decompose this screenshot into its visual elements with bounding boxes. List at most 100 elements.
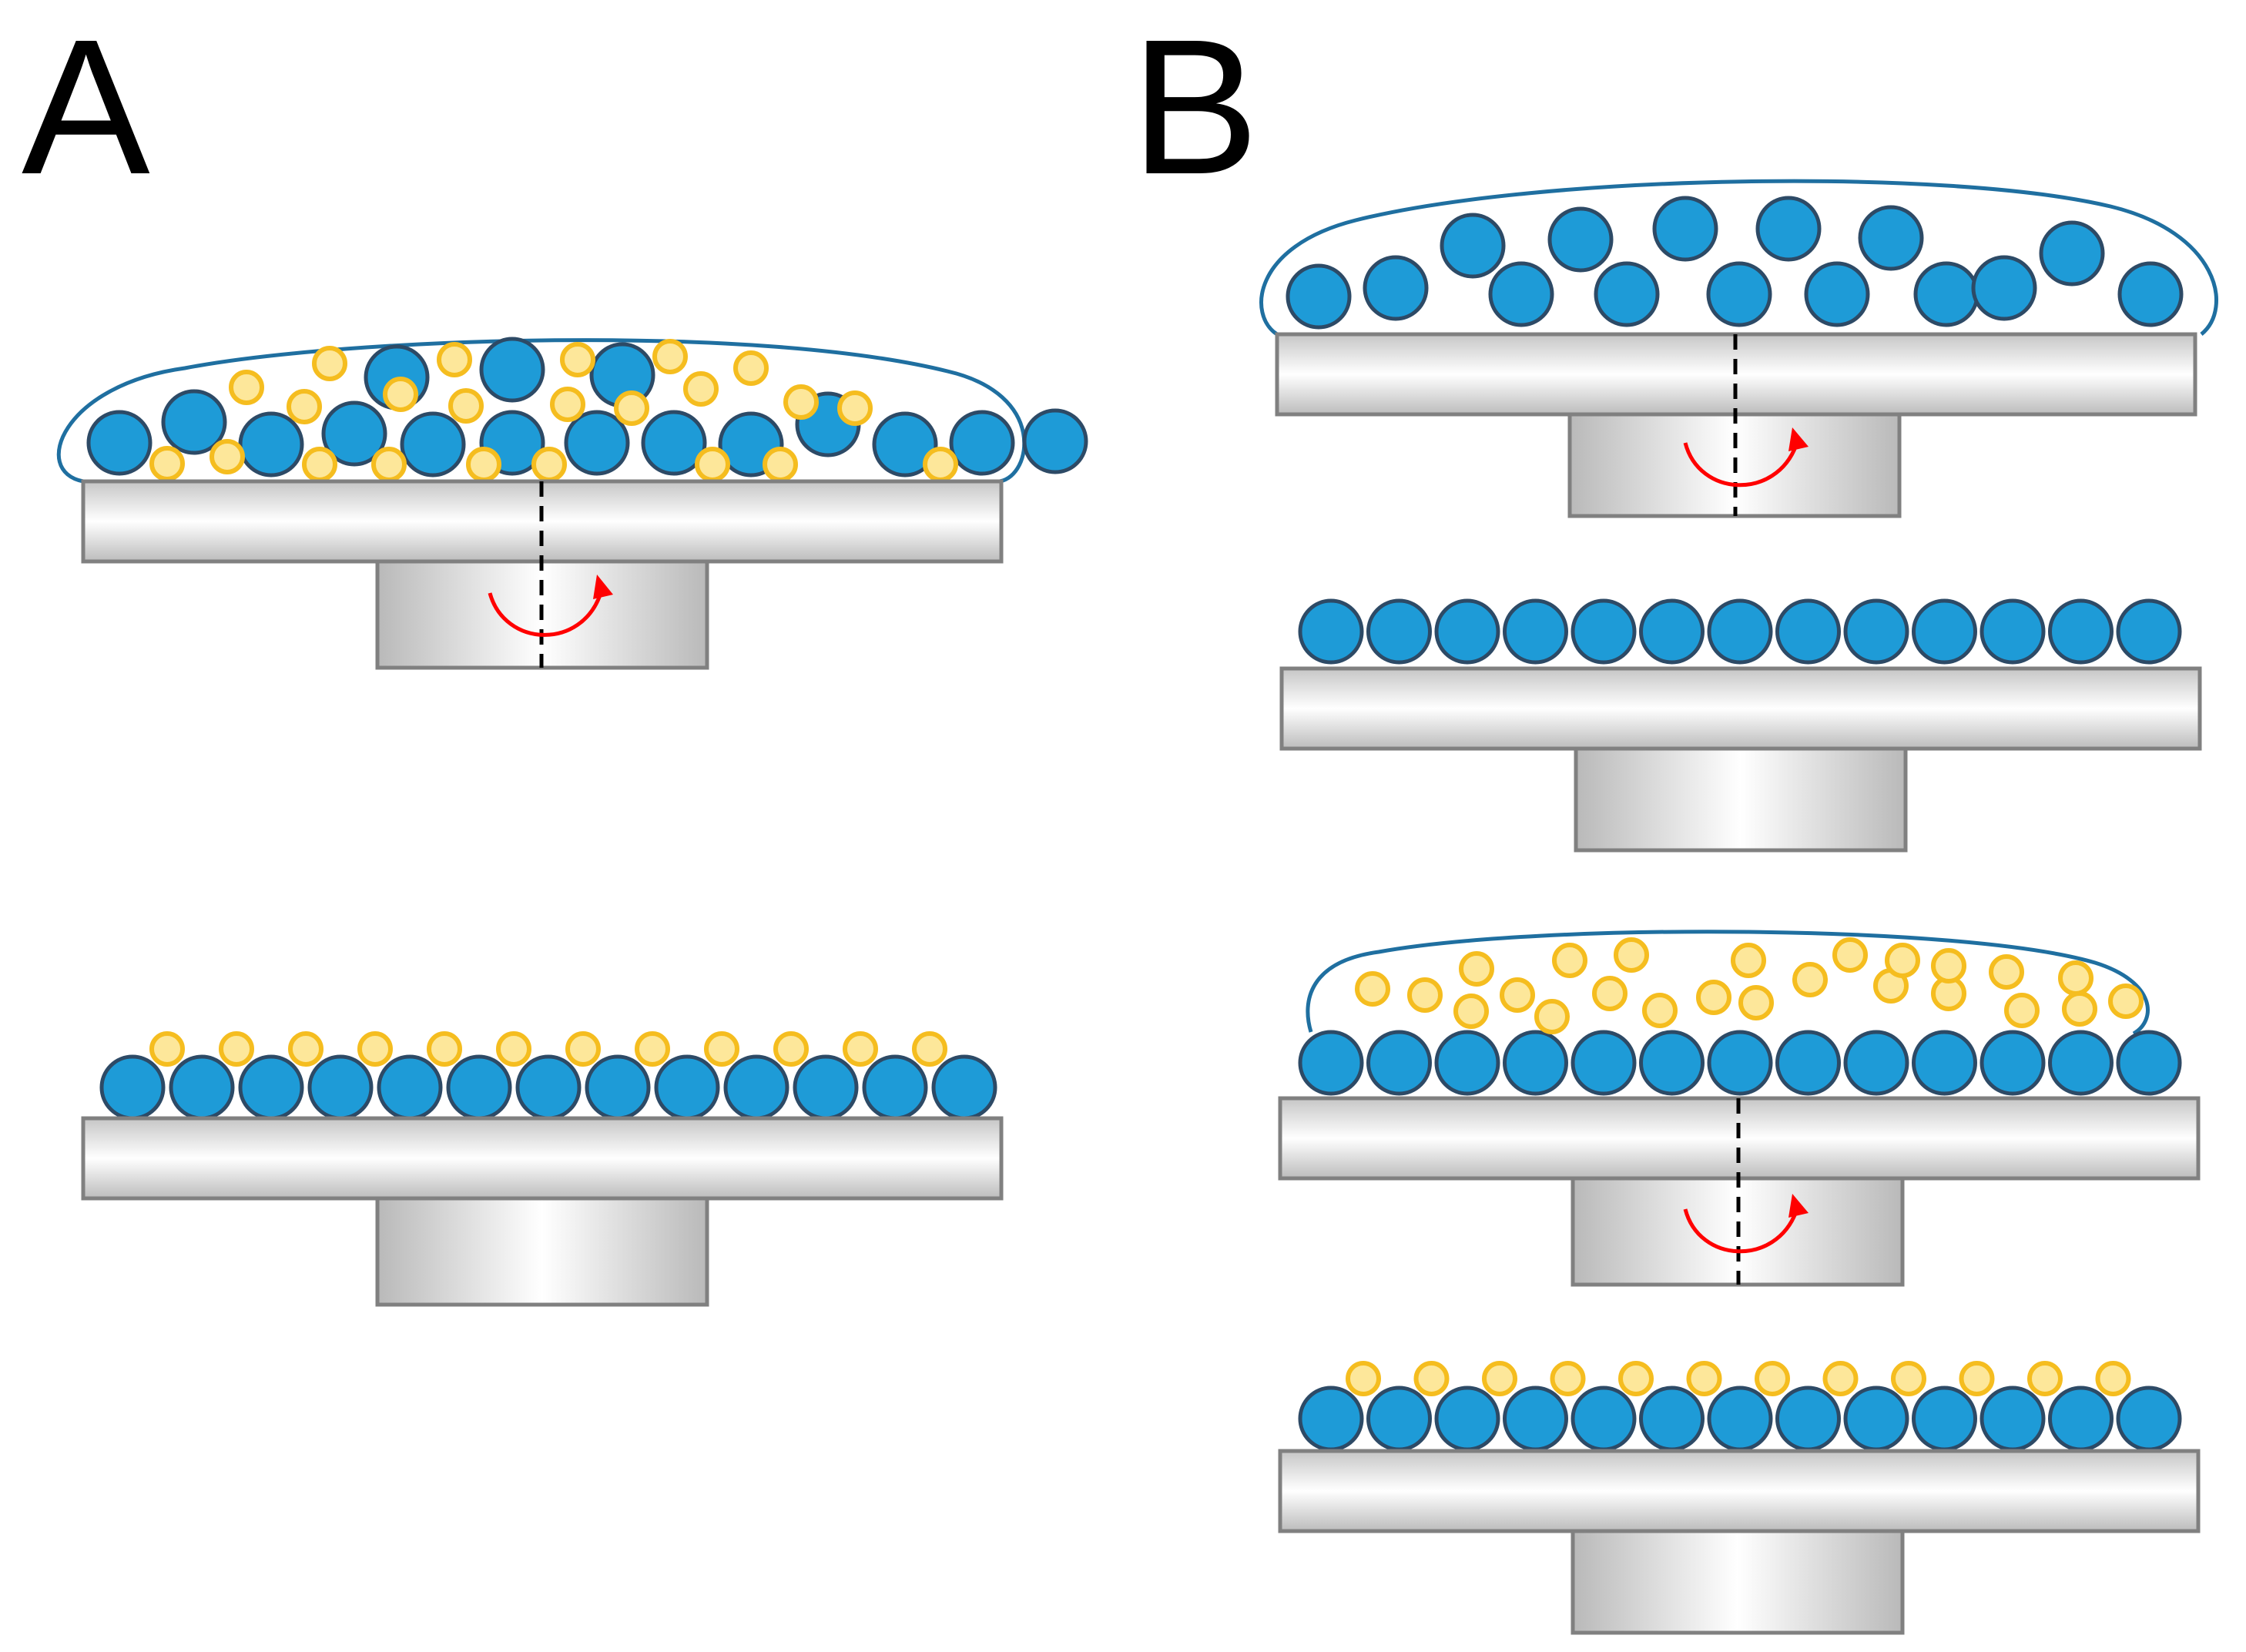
- blue-particle: [1366, 598, 1432, 665]
- yellow-particle: [2058, 960, 2093, 996]
- yellow-particle: [149, 446, 185, 481]
- yellow-particle: [1413, 1361, 1450, 1396]
- blue-particle: [238, 411, 304, 478]
- blue-particle: [1775, 598, 1841, 665]
- yellow-particle: [383, 377, 418, 412]
- blue-particle: [1652, 196, 1718, 262]
- panel-label-a: A: [22, 0, 150, 214]
- blue-particle: [1707, 1030, 1773, 1096]
- blue-particle: [1286, 263, 1352, 330]
- yellow-particle: [1686, 1361, 1722, 1396]
- yellow-particle: [371, 447, 407, 482]
- blue-particle: [1913, 261, 1979, 327]
- blue-particle: [1979, 598, 2046, 665]
- blue-particle: [1503, 1030, 1568, 1096]
- yellow-particle: [560, 342, 595, 377]
- yellow-particle: [635, 1031, 670, 1067]
- blue-particle: [2116, 1386, 2182, 1452]
- blue-particle: [169, 1054, 235, 1121]
- particle-layer: [99, 1031, 997, 1121]
- blue-particle: [872, 411, 938, 478]
- yellow-particle: [219, 1031, 254, 1067]
- particle-layer: [1298, 937, 2182, 1096]
- droplet-outline: [1306, 930, 2150, 1036]
- yellow-particle: [783, 384, 819, 420]
- yellow-particle: [1453, 994, 1489, 1029]
- yellow-particle: [1822, 1361, 1859, 1396]
- blue-particle: [1775, 1386, 1841, 1452]
- yellow-particle: [1642, 993, 1678, 1028]
- blue-particle: [1979, 1386, 2046, 1452]
- blue-particle: [99, 1054, 166, 1121]
- blue-particle: [723, 1054, 789, 1121]
- yellow-particle: [1959, 1361, 1995, 1396]
- curved-red-arrow-icon: [1683, 1194, 1809, 1254]
- yellow-particle: [704, 1031, 739, 1067]
- blue-particle: [1503, 1386, 1568, 1452]
- yellow-particle: [437, 342, 472, 377]
- yellow-particle: [531, 447, 567, 482]
- blue-particle: [1363, 255, 1429, 321]
- spin-plate: [81, 1116, 1004, 1201]
- yellow-particle: [763, 447, 798, 482]
- curved-red-arrow-icon: [1683, 427, 1809, 488]
- stage-a2-result: [81, 1031, 1004, 1307]
- yellow-particle: [2108, 983, 2144, 1019]
- yellow-particle: [843, 1031, 878, 1067]
- blue-particle: [1571, 1386, 1637, 1452]
- yellow-particle: [550, 387, 585, 422]
- yellow-particle: [1731, 943, 1766, 978]
- blue-particle: [1298, 1386, 1364, 1452]
- stage-b2-result: [1279, 598, 2202, 853]
- blue-particle: [654, 1054, 720, 1121]
- blue-particle: [1979, 1030, 2046, 1096]
- yellow-particle: [1891, 1361, 1926, 1396]
- spin-stem: [1571, 1529, 1905, 1635]
- blue-particle: [931, 1054, 997, 1121]
- blue-particle: [86, 410, 153, 476]
- yellow-particle: [614, 390, 649, 426]
- blue-particle: [161, 389, 227, 455]
- blue-particle: [1571, 1030, 1637, 1096]
- blue-particle: [377, 1054, 443, 1121]
- yellow-particle: [496, 1031, 531, 1067]
- yellow-particle: [1832, 937, 1868, 973]
- blue-particle: [1707, 598, 1773, 665]
- yellow-particle: [1885, 943, 1920, 978]
- blue-particle: [479, 337, 545, 403]
- yellow-particle: [733, 350, 769, 386]
- yellow-particle: [1482, 1361, 1517, 1396]
- yellow-particle: [683, 371, 719, 407]
- blue-particle: [1298, 1030, 1364, 1096]
- blue-particle: [1571, 598, 1637, 665]
- blue-particle: [2117, 261, 2184, 327]
- blue-particle: [1843, 598, 1909, 665]
- yellow-particle: [652, 339, 688, 374]
- blue-particle: [1912, 1030, 1977, 1096]
- yellow-particle: [1500, 977, 1535, 1013]
- blue-particle: [1366, 1386, 1432, 1452]
- blue-particle: [1707, 1386, 1773, 1452]
- yellow-particle: [1618, 1361, 1654, 1396]
- blue-particle: [2048, 598, 2114, 665]
- spin-plate: [1279, 666, 2202, 751]
- blue-particle: [307, 1054, 374, 1121]
- blue-particle: [2039, 220, 2105, 287]
- panel-label-b: B: [1131, 0, 1259, 214]
- yellow-particle: [912, 1031, 947, 1067]
- blue-particle: [1804, 261, 1870, 327]
- particle-layer: [1286, 196, 2184, 330]
- yellow-particle: [565, 1031, 601, 1067]
- blue-particle: [793, 1054, 859, 1121]
- blue-particle: [2048, 1030, 2114, 1096]
- yellow-particle: [448, 388, 484, 424]
- blue-particle: [1434, 598, 1500, 665]
- blue-particle: [2048, 1386, 2114, 1452]
- blue-particle: [1594, 261, 1660, 327]
- blue-particle: [2116, 1030, 2182, 1096]
- yellow-particle: [923, 447, 958, 482]
- droplet-outline: [1259, 179, 2218, 337]
- yellow-particle: [287, 389, 322, 424]
- stage-b3-spin-yellow: [1278, 930, 2201, 1287]
- yellow-particle: [229, 370, 264, 405]
